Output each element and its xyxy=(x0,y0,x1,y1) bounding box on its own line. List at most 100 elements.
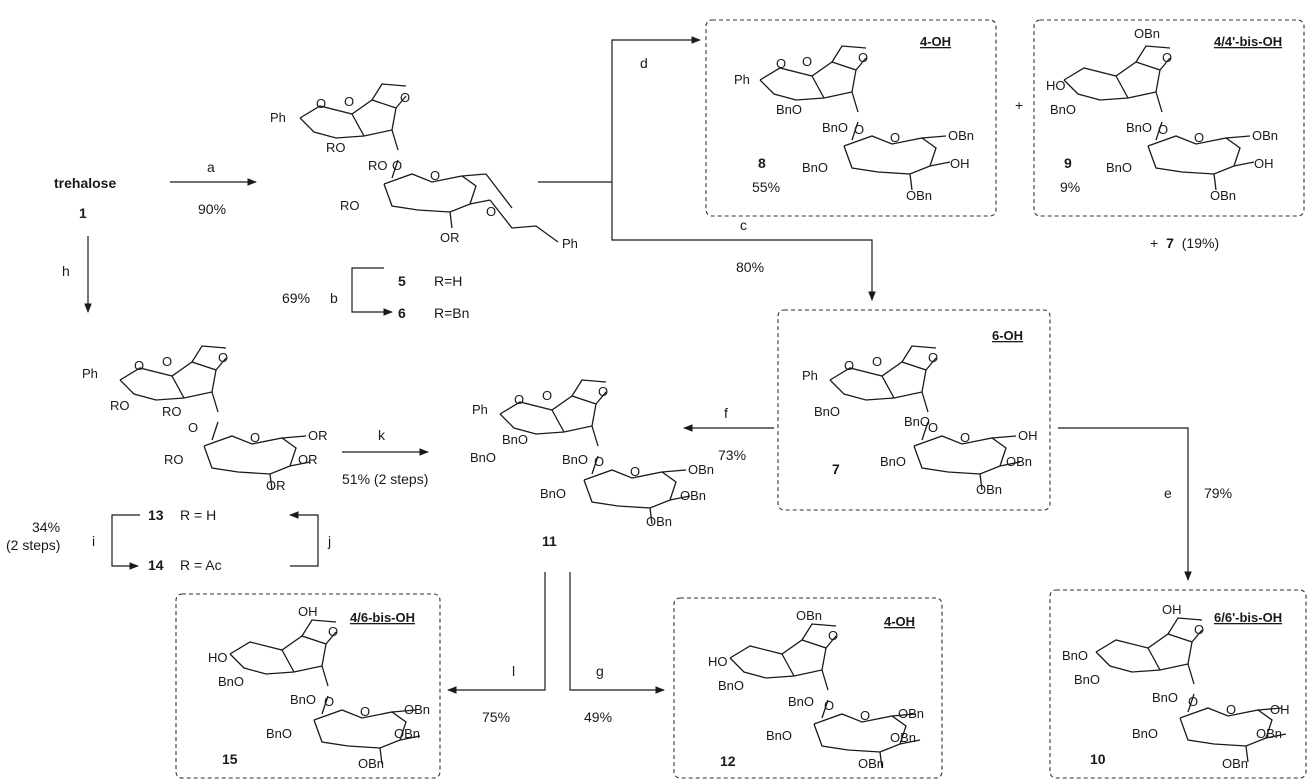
atom-ro: RO xyxy=(164,452,184,467)
atom-o: O xyxy=(430,168,440,183)
structure-8: Ph O O O BnO BnO O BnO O OBn OH OBn xyxy=(734,45,974,203)
atom-ph: Ph xyxy=(734,72,750,87)
atom-ro: RO xyxy=(162,404,182,419)
atom-obn: OBn xyxy=(1252,128,1278,143)
atom-obn: OBn xyxy=(796,608,822,623)
atom-ph: Ph xyxy=(802,368,818,383)
step-a-label: a xyxy=(207,159,215,175)
step-b-label: b xyxy=(330,290,338,306)
atom-bno: BnO xyxy=(290,692,316,707)
atom-o: O xyxy=(854,122,864,137)
atom-bno: BnO xyxy=(904,414,930,429)
atom-o: O xyxy=(1158,122,1168,137)
atom-bno: BnO xyxy=(1050,102,1076,117)
atom-o: O xyxy=(1188,694,1198,709)
atom-ro: RO xyxy=(326,140,346,155)
atom-o: O xyxy=(218,350,228,365)
atom-ph: Ph xyxy=(270,110,286,125)
atom-o: O xyxy=(316,96,326,111)
compound-5-number: 5 xyxy=(398,273,406,289)
atom-obn: OBn xyxy=(906,188,932,203)
atom-ro: RO xyxy=(368,158,388,173)
atom-obn: OBn xyxy=(948,128,974,143)
atom-o: O xyxy=(392,158,402,173)
compound-12-tag: 4-OH xyxy=(884,614,915,629)
byproduct-number: 7 xyxy=(1166,235,1174,251)
step-g-yield: 49% xyxy=(584,709,612,725)
step-j-label: j xyxy=(327,533,331,549)
atom-bno: BnO xyxy=(718,678,744,693)
compound-7-tag: 6-OH xyxy=(992,328,1023,343)
compound-11-number: 11 xyxy=(542,533,557,549)
compound-7-number: 7 xyxy=(832,461,840,477)
atom-o: O xyxy=(1194,130,1204,145)
arrow-j xyxy=(289,511,319,567)
atom-or: OR xyxy=(440,230,460,245)
atom-bno: BnO xyxy=(1106,160,1132,175)
compound-13-r: R = H xyxy=(180,507,216,523)
compound-6-number: 6 xyxy=(398,305,406,321)
step-k-label: k xyxy=(378,427,386,443)
byproduct-prefix: + xyxy=(1150,235,1158,251)
compound-8-number: 8 xyxy=(758,155,766,171)
atom-o: O xyxy=(824,698,834,713)
box-compound-12 xyxy=(673,597,943,779)
step-g-label: g xyxy=(596,663,604,679)
atom-ro: RO xyxy=(110,398,130,413)
atom-o: O xyxy=(250,430,260,445)
arrow-l xyxy=(447,572,546,694)
structure-15: OH HO O BnO BnO O BnO O OBn OBn OBn xyxy=(208,604,430,771)
step-h-label: h xyxy=(62,263,70,279)
box-compound-7 xyxy=(777,309,1051,511)
compound-9-number: 9 xyxy=(1064,155,1072,171)
atom-obn: OBn xyxy=(1256,726,1282,741)
atom-oh: OH xyxy=(1018,428,1038,443)
atom-o: O xyxy=(344,94,354,109)
atom-bno: BnO xyxy=(1132,726,1158,741)
byproduct-note: + 7 (19%) xyxy=(1150,235,1219,251)
atom-bno: BnO xyxy=(1152,690,1178,705)
compound-15-number: 15 xyxy=(222,751,238,767)
atom-or: OR xyxy=(266,478,286,493)
compound-9-yield: 9% xyxy=(1060,179,1080,195)
structure-9: OBn HO O BnO BnO O BnO O OBn OH OBn xyxy=(1046,26,1278,203)
structure-12: OBn HO O BnO BnO O BnO O OBn OBn OBn xyxy=(708,608,924,771)
step-e-label: e xyxy=(1164,485,1172,501)
step-a-yield: 90% xyxy=(198,201,226,217)
atom-bno: BnO xyxy=(470,450,496,465)
atom-o: O xyxy=(890,130,900,145)
atom-o: O xyxy=(1162,50,1172,65)
atom-o: O xyxy=(542,388,552,403)
structure-10: OH BnO O BnO BnO O BnO O OH OBn OBn xyxy=(1062,602,1290,771)
atom-o: O xyxy=(630,464,640,479)
atom-oh: OH xyxy=(1254,156,1274,171)
atom-oh: OH xyxy=(1162,602,1182,617)
step-i-yield-line1: 34% xyxy=(32,519,60,535)
compound-5-r: R=H xyxy=(434,273,462,289)
compound-14-number: 14 xyxy=(148,557,164,573)
atom-o: O xyxy=(802,54,812,69)
compound-8-yield: 55% xyxy=(752,179,780,195)
structure-7: Ph O O O BnO BnO O BnO O OH OBn OBn xyxy=(802,345,1038,497)
atom-bno: BnO xyxy=(266,726,292,741)
atom-o: O xyxy=(328,624,338,639)
atom-ho: HO xyxy=(708,654,728,669)
atom-o: O xyxy=(134,358,144,373)
compound-10-number: 10 xyxy=(1090,751,1106,767)
atom-obn: OBn xyxy=(688,462,714,477)
step-l-yield: 75% xyxy=(482,709,510,725)
atom-bno: BnO xyxy=(540,486,566,501)
trehalose-label: trehalose xyxy=(54,175,116,191)
compound-9-tag: 4/4'-bis-OH xyxy=(1214,34,1282,49)
atom-o: O xyxy=(162,354,172,369)
atom-bno: BnO xyxy=(1074,672,1100,687)
atom-o: O xyxy=(594,454,604,469)
atom-or: OR xyxy=(298,452,318,467)
box-compound-15 xyxy=(175,593,441,779)
atom-ph: Ph xyxy=(82,366,98,381)
atom-bno: BnO xyxy=(776,102,802,117)
step-d-label: d xyxy=(640,55,648,71)
atom-bno: BnO xyxy=(814,404,840,419)
step-c-label: c xyxy=(740,217,747,233)
